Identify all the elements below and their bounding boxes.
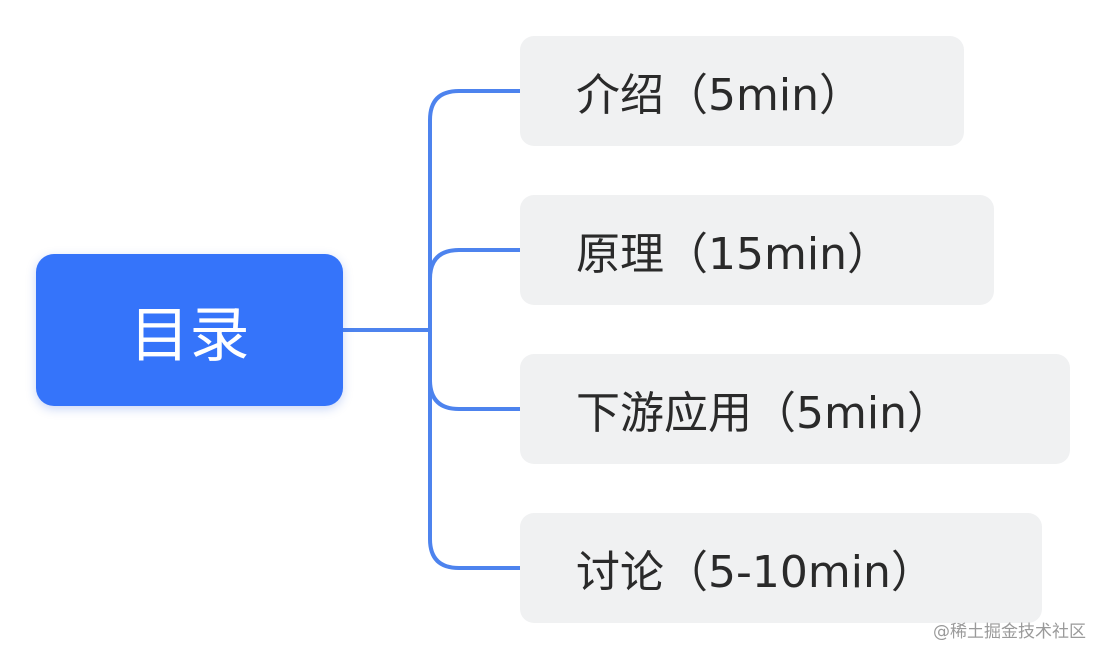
connector-branch-0 (428, 89, 522, 332)
root-node-label: 目录 (129, 300, 250, 371)
connector-branch-2 (428, 328, 522, 411)
child-node-intro[interactable]: 介绍（5min） (520, 36, 964, 146)
connector-branch-1 (428, 248, 522, 332)
child-node-label: 讨论（5-10min） (576, 547, 935, 598)
child-node-label: 原理（15min） (576, 229, 891, 280)
child-node-principle[interactable]: 原理（15min） (520, 195, 994, 305)
root-node[interactable]: 目录 (36, 254, 343, 406)
child-node-discussion[interactable]: 讨论（5-10min） (520, 513, 1042, 623)
connector-branch-3 (428, 328, 522, 570)
watermark: @稀土掘金技术社区 (933, 622, 1086, 642)
child-node-applications[interactable]: 下游应用（5min） (520, 354, 1070, 464)
child-node-label: 下游应用（5min） (576, 388, 951, 439)
child-node-label: 介绍（5min） (576, 70, 863, 121)
